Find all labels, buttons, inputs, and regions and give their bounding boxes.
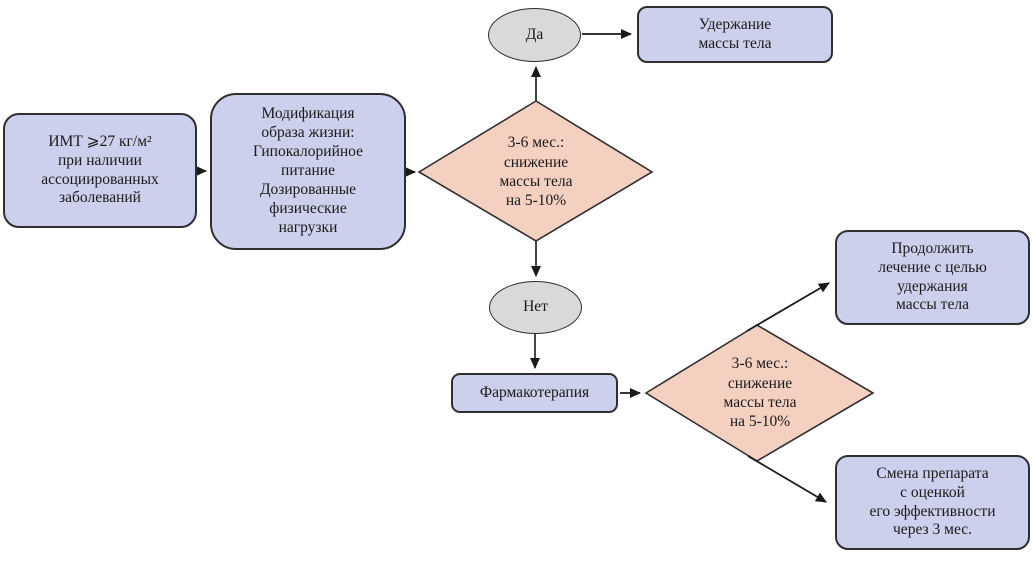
decision-label-2: 3-6 мес.: снижение массы тела на 5-10%: [723, 355, 797, 431]
terminal-yes: Да: [488, 8, 581, 62]
node-bmi-criteria: ИМТ ⩾27 кг/м² при наличии ассоциированны…: [3, 113, 197, 228]
decision-label-1: 3-6 мес.: снижение массы тела на 5-10%: [499, 134, 573, 210]
arrow-decision2-to-change: [747, 455, 827, 503]
node-change-drug: Смена препарата с оценкой его эффективно…: [835, 455, 1030, 550]
node-lifestyle-modification: Модификация образа жизни: Гипокалорийное…: [210, 93, 406, 250]
node-weight-maintenance: Удержание массы тела: [637, 6, 833, 63]
decision-diamond-1: [417, 100, 654, 242]
arrow-decision2-to-continue: [746, 282, 830, 332]
decision-diamond-2: [644, 324, 875, 462]
node-pharmacotherapy: Фармакотерапия: [451, 373, 618, 413]
node-continue-treatment: Продолжить лечение с целью удержания мас…: [835, 230, 1030, 325]
terminal-no: Нет: [489, 281, 582, 334]
